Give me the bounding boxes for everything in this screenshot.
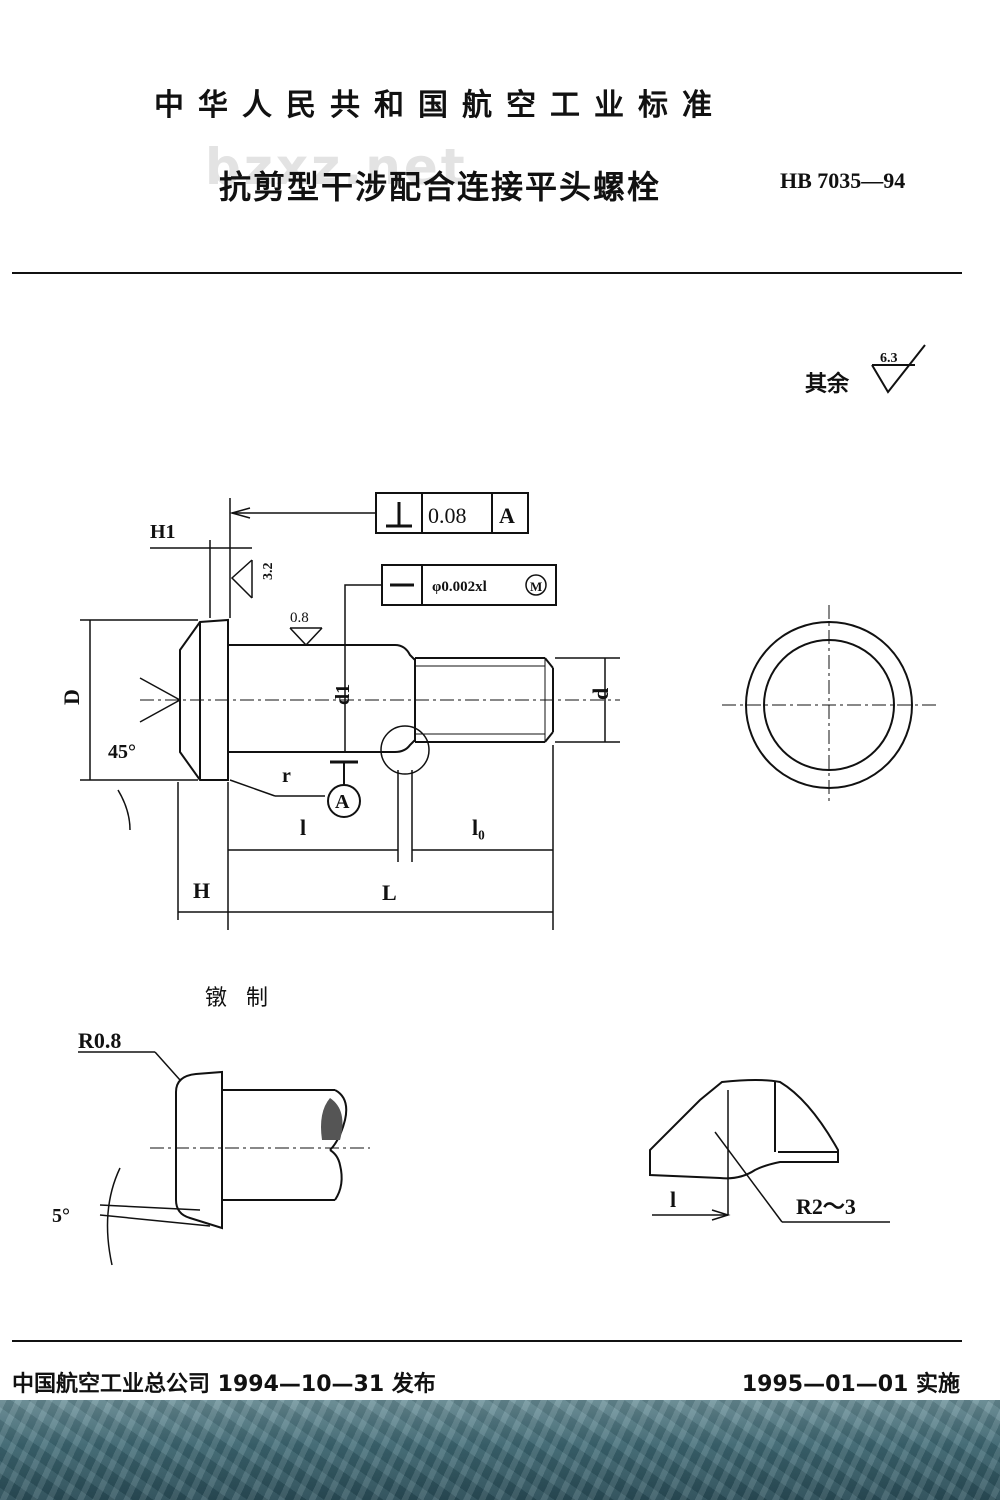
modifier-M: M (530, 579, 542, 594)
perpendicularity-tolerance: 0.08 (428, 503, 467, 528)
roughness-value-general: 6.3 (880, 351, 898, 366)
radius-r-label: r (282, 765, 291, 787)
roughness-symbol-general (871, 344, 926, 394)
dimension-l (227, 745, 554, 930)
angle-45-marker (117, 677, 181, 831)
background-texture (0, 1400, 1000, 1500)
datum-A-label: A (335, 791, 350, 813)
dimension-l0-label: l₀ (472, 815, 485, 840)
dimension-d (555, 657, 620, 743)
footer-rule (12, 1340, 962, 1342)
perpendicularity-frame (229, 492, 529, 534)
upset-R-label: R0.8 (78, 1028, 121, 1053)
detail-l-label: l (670, 1187, 676, 1212)
straightness-tolerance: φ0.002xl (432, 579, 487, 595)
radius-r-leader (229, 779, 325, 797)
dimension-d-label: d (588, 688, 613, 700)
detail-circle (380, 725, 430, 775)
surface-finish-label: 其余 (805, 372, 850, 397)
dimension-H1 (150, 498, 252, 618)
watermark: bzxz.net (205, 138, 468, 196)
detail-outline (649, 1079, 839, 1215)
dimension-l-label: l (300, 815, 306, 840)
issued-date: 中国航空工业总公司 1994—10—31 发布 (12, 1372, 436, 1397)
document-title: 抗剪型干涉配合连接平头螺栓 (218, 168, 661, 206)
document-number: HB 7035—94 (780, 168, 906, 193)
detail-R-label: R2～3 (796, 1194, 856, 1219)
roughness-value-3-2: 3.2 (261, 563, 276, 581)
effective-date: 1995—01—01 实施 (741, 1372, 960, 1397)
upset-R-leader (78, 1051, 211, 1266)
upset-title: 镦 制 (205, 986, 274, 1011)
dimension-H1-label: H1 (150, 521, 176, 543)
end-view (722, 605, 936, 805)
detail-dimensions (652, 1131, 890, 1223)
roughness-symbol-3-2 (230, 559, 253, 599)
perpendicularity-datum: A (499, 503, 515, 528)
upset-angle-label: 5° (52, 1205, 70, 1227)
datum-A-marker (327, 760, 361, 818)
dimension-d1-label: d1 (332, 684, 354, 705)
dimension-L-label: L (382, 880, 397, 905)
dimension-H-L (177, 782, 553, 920)
upset-head-outline (175, 1070, 348, 1230)
roughness-value-0-8: 0.8 (290, 610, 309, 626)
hatch-section (321, 1098, 343, 1140)
header-rule (12, 272, 962, 274)
angle-45-label: 45° (108, 741, 136, 763)
dimension-D (80, 619, 198, 781)
standard-organization: 中华人民共和国航空工业标准 (154, 88, 726, 123)
roughness-symbol-0-8 (289, 627, 323, 647)
straightness-frame (344, 564, 557, 645)
dimension-H-label: H (193, 878, 210, 903)
dimension-D-label: D (59, 689, 84, 705)
